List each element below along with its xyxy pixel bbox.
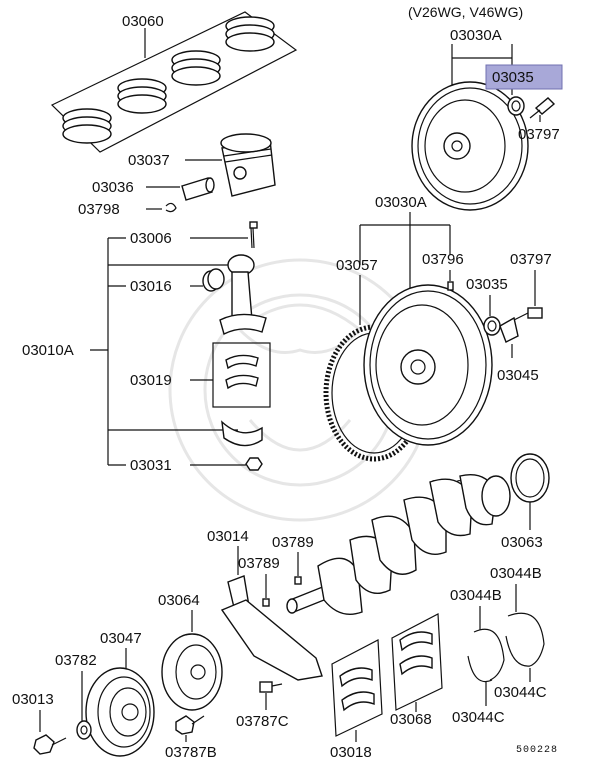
pulley-bolt-icon bbox=[33, 734, 67, 755]
main-bearing-box bbox=[331, 639, 383, 737]
key-icon-2 bbox=[262, 598, 270, 607]
crank-pulley-icon bbox=[85, 667, 155, 757]
pilot-bearing-top-icon bbox=[507, 96, 525, 116]
snap-ring-icon bbox=[165, 202, 177, 213]
thrust-washer-icon bbox=[467, 628, 505, 683]
piston-pin-icon bbox=[181, 177, 215, 201]
label-03787C[interactable]: 03787C bbox=[236, 713, 289, 730]
bearing-box bbox=[212, 342, 271, 408]
label-03789b[interactable]: 03789 bbox=[238, 555, 280, 572]
piston-icon bbox=[220, 133, 276, 197]
label-03031[interactable]: 03031 bbox=[130, 457, 172, 474]
label-03030A-top[interactable]: 03030A bbox=[450, 27, 502, 44]
dowel-pin-icon bbox=[447, 281, 454, 291]
diagram-code: 500228 bbox=[516, 745, 558, 756]
main-bearing-icon-2 bbox=[399, 631, 433, 676]
rod-bolt-icon bbox=[249, 221, 258, 249]
label-03014[interactable]: 03014 bbox=[207, 528, 249, 545]
piston-rings-set-icon bbox=[50, 11, 298, 153]
connecting-rod-icon bbox=[219, 254, 267, 336]
crankshaft-icon bbox=[286, 474, 511, 615]
plate-bolt-icon bbox=[259, 681, 283, 693]
thrust-washer-icon-2 bbox=[505, 612, 545, 667]
label-03006[interactable]: 03006 bbox=[130, 230, 172, 247]
label-03036[interactable]: 03036 bbox=[92, 179, 134, 196]
oil-seal-icon bbox=[510, 453, 550, 503]
highlight-03035 bbox=[485, 64, 563, 90]
flywheel-top-icon bbox=[411, 81, 529, 211]
label-03789a[interactable]: 03789 bbox=[272, 534, 314, 551]
label-03796[interactable]: 03796 bbox=[422, 251, 464, 268]
label-03010A[interactable]: 03010A bbox=[22, 342, 74, 359]
label-03045[interactable]: 03045 bbox=[497, 367, 539, 384]
label-03797-top[interactable]: 03797 bbox=[518, 126, 560, 143]
pilot-bearing-mid-icon bbox=[483, 316, 501, 336]
label-03044B-a[interactable]: 03044B bbox=[450, 587, 502, 604]
label-03047[interactable]: 03047 bbox=[100, 630, 142, 647]
label-03782[interactable]: 03782 bbox=[55, 652, 97, 669]
label-03016[interactable]: 03016 bbox=[130, 278, 172, 295]
label-03044B-b[interactable]: 03044B bbox=[490, 565, 542, 582]
label-03060[interactable]: 03060 bbox=[122, 13, 164, 30]
flywheel-bolt-mid-icon bbox=[513, 307, 543, 321]
label-03037[interactable]: 03037 bbox=[128, 152, 170, 169]
flywheel-bolt-top-icon bbox=[529, 97, 556, 119]
washer-icon bbox=[76, 720, 92, 740]
label-03798[interactable]: 03798 bbox=[78, 201, 120, 218]
label-03035-mid[interactable]: 03035 bbox=[466, 276, 508, 293]
main-bearing-box-2 bbox=[391, 613, 443, 711]
flywheel-mid-icon bbox=[363, 284, 493, 446]
rod-bushing-icon bbox=[202, 268, 225, 292]
label-03013[interactable]: 03013 bbox=[12, 691, 54, 708]
label-03044C-a[interactable]: 03044C bbox=[494, 684, 547, 701]
label-03019[interactable]: 03019 bbox=[130, 372, 172, 389]
key-icon bbox=[294, 576, 302, 585]
label-03044C-b[interactable]: 03044C bbox=[452, 709, 505, 726]
label-03063[interactable]: 03063 bbox=[501, 534, 543, 551]
rod-bearing-icon bbox=[225, 354, 259, 390]
crank-sensor-plate-icon bbox=[220, 599, 323, 681]
flywheel-plate-icon bbox=[499, 316, 519, 343]
label-03030A-mid[interactable]: 03030A bbox=[375, 194, 427, 211]
label-03797-mid[interactable]: 03797 bbox=[510, 251, 552, 268]
label-03018[interactable]: 03018 bbox=[330, 744, 372, 761]
rod-cap-icon bbox=[221, 420, 263, 447]
main-bearing-icon bbox=[339, 667, 375, 712]
model-header: (V26WG, V46WG) bbox=[408, 4, 523, 20]
label-03064[interactable]: 03064 bbox=[158, 592, 200, 609]
label-03787B[interactable]: 03787B bbox=[165, 744, 217, 761]
label-03068[interactable]: 03068 bbox=[390, 711, 432, 728]
label-03057[interactable]: 03057 bbox=[336, 257, 378, 274]
label-03035-top[interactable]: 03035 bbox=[492, 69, 534, 86]
rod-nut-icon bbox=[245, 457, 263, 471]
timing-sprocket-icon bbox=[161, 633, 223, 711]
sprocket-bolt-icon bbox=[175, 715, 205, 735]
